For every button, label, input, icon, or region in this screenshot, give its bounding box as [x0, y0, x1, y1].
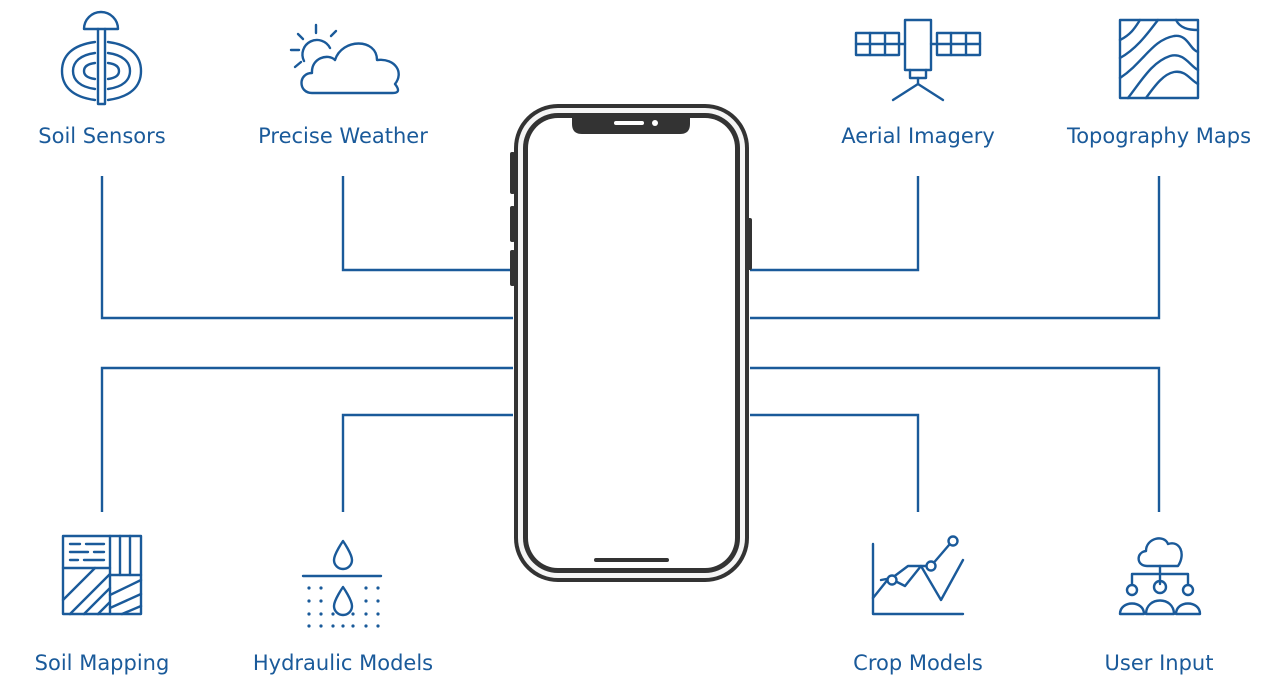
connector-soil-sensors [100, 176, 513, 320]
connector-aerial-imagery [750, 176, 920, 272]
node-label-user-input: User Input [1104, 651, 1214, 675]
node-label-crop-models: Crop Models [853, 651, 983, 675]
node-label-topography-maps: Topography Maps [1066, 124, 1252, 148]
water-dots [307, 586, 380, 628]
node-label-soil-mapping: Soil Mapping [34, 651, 170, 675]
sun-cloud-icon [289, 23, 400, 95]
connector-precise-weather [341, 176, 513, 272]
soil-map-icon [61, 534, 143, 616]
soil-sensor-icon [60, 10, 143, 106]
satellite-icon [854, 18, 982, 102]
connector-soil-mapping [100, 366, 513, 512]
connector-topography-maps [750, 176, 1161, 320]
node-label-soil-sensors: Soil Sensors [38, 124, 166, 148]
phone-screen [528, 118, 735, 568]
home-indicator [594, 558, 669, 562]
connector-hydraulic-models [341, 413, 513, 512]
node-label-precise-weather: Precise Weather [258, 124, 428, 148]
line-graph-icon [871, 535, 965, 616]
connectors [100, 176, 1161, 512]
connector-crop-models [750, 413, 920, 512]
node-label-aerial-imagery: Aerial Imagery [841, 124, 995, 148]
connector-user-input [750, 366, 1161, 512]
cloud-users-icon [1118, 537, 1202, 616]
water-drops-icon [301, 539, 383, 617]
node-label-hydraulic-models: Hydraulic Models [252, 651, 434, 675]
topography-map-icon [1118, 18, 1200, 100]
smartphone [510, 104, 752, 582]
